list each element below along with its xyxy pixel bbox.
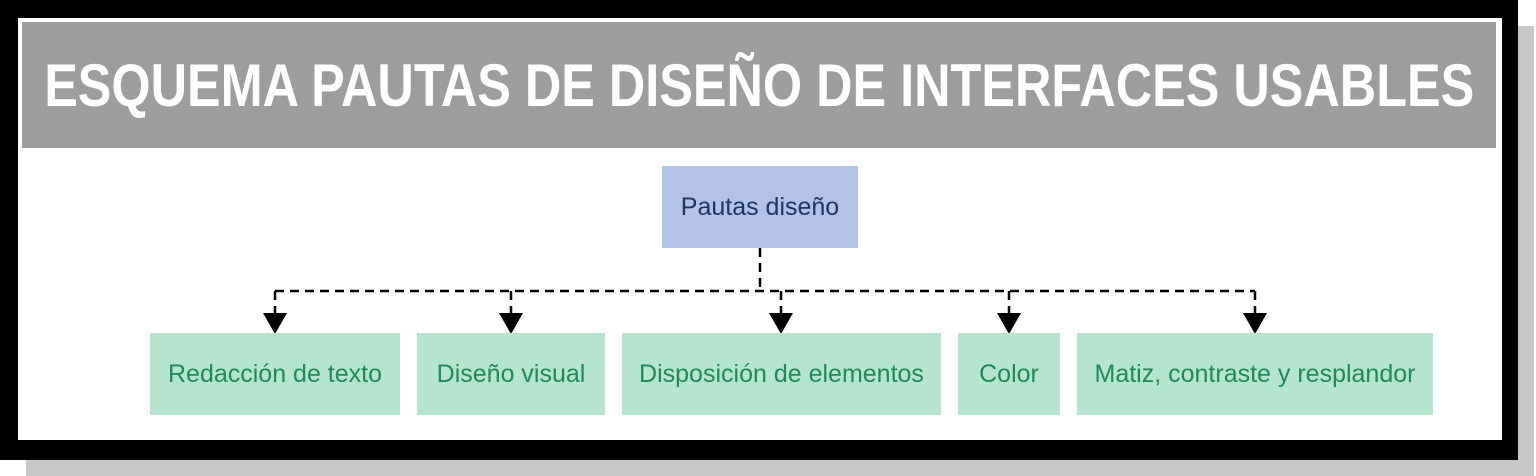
page-title: ESQUEMA PAUTAS DE DISEÑO DE INTERFACES U… bbox=[43, 51, 1475, 119]
child-node-label: Disposición de elementos bbox=[639, 359, 924, 388]
arrowhead-3 bbox=[997, 313, 1021, 334]
arrowhead-0 bbox=[263, 313, 287, 334]
child-node-diseno-visual: Diseño visual bbox=[417, 333, 605, 415]
root-node: Pautas diseño bbox=[662, 166, 858, 248]
child-node-label: Color bbox=[979, 359, 1039, 388]
child-node-label: Redacción de texto bbox=[167, 359, 383, 388]
title-bar: ESQUEMA PAUTAS DE DISEÑO DE INTERFACES U… bbox=[22, 22, 1496, 148]
arrowhead-2 bbox=[769, 313, 793, 334]
root-node-label: Pautas diseño bbox=[680, 192, 840, 221]
child-node-label: Matiz, contraste y resplandor bbox=[1094, 359, 1416, 388]
child-node-color: Color bbox=[958, 333, 1060, 415]
child-node-redaccion-texto: Redacción de texto bbox=[150, 333, 400, 415]
arrowhead-4 bbox=[1243, 313, 1267, 334]
child-node-label: Diseño visual bbox=[436, 359, 586, 388]
child-node-disposicion-elementos: Disposición de elementos bbox=[622, 333, 941, 415]
child-node-matiz-contraste: Matiz, contraste y resplandor bbox=[1077, 333, 1433, 415]
arrowhead-1 bbox=[499, 313, 523, 334]
